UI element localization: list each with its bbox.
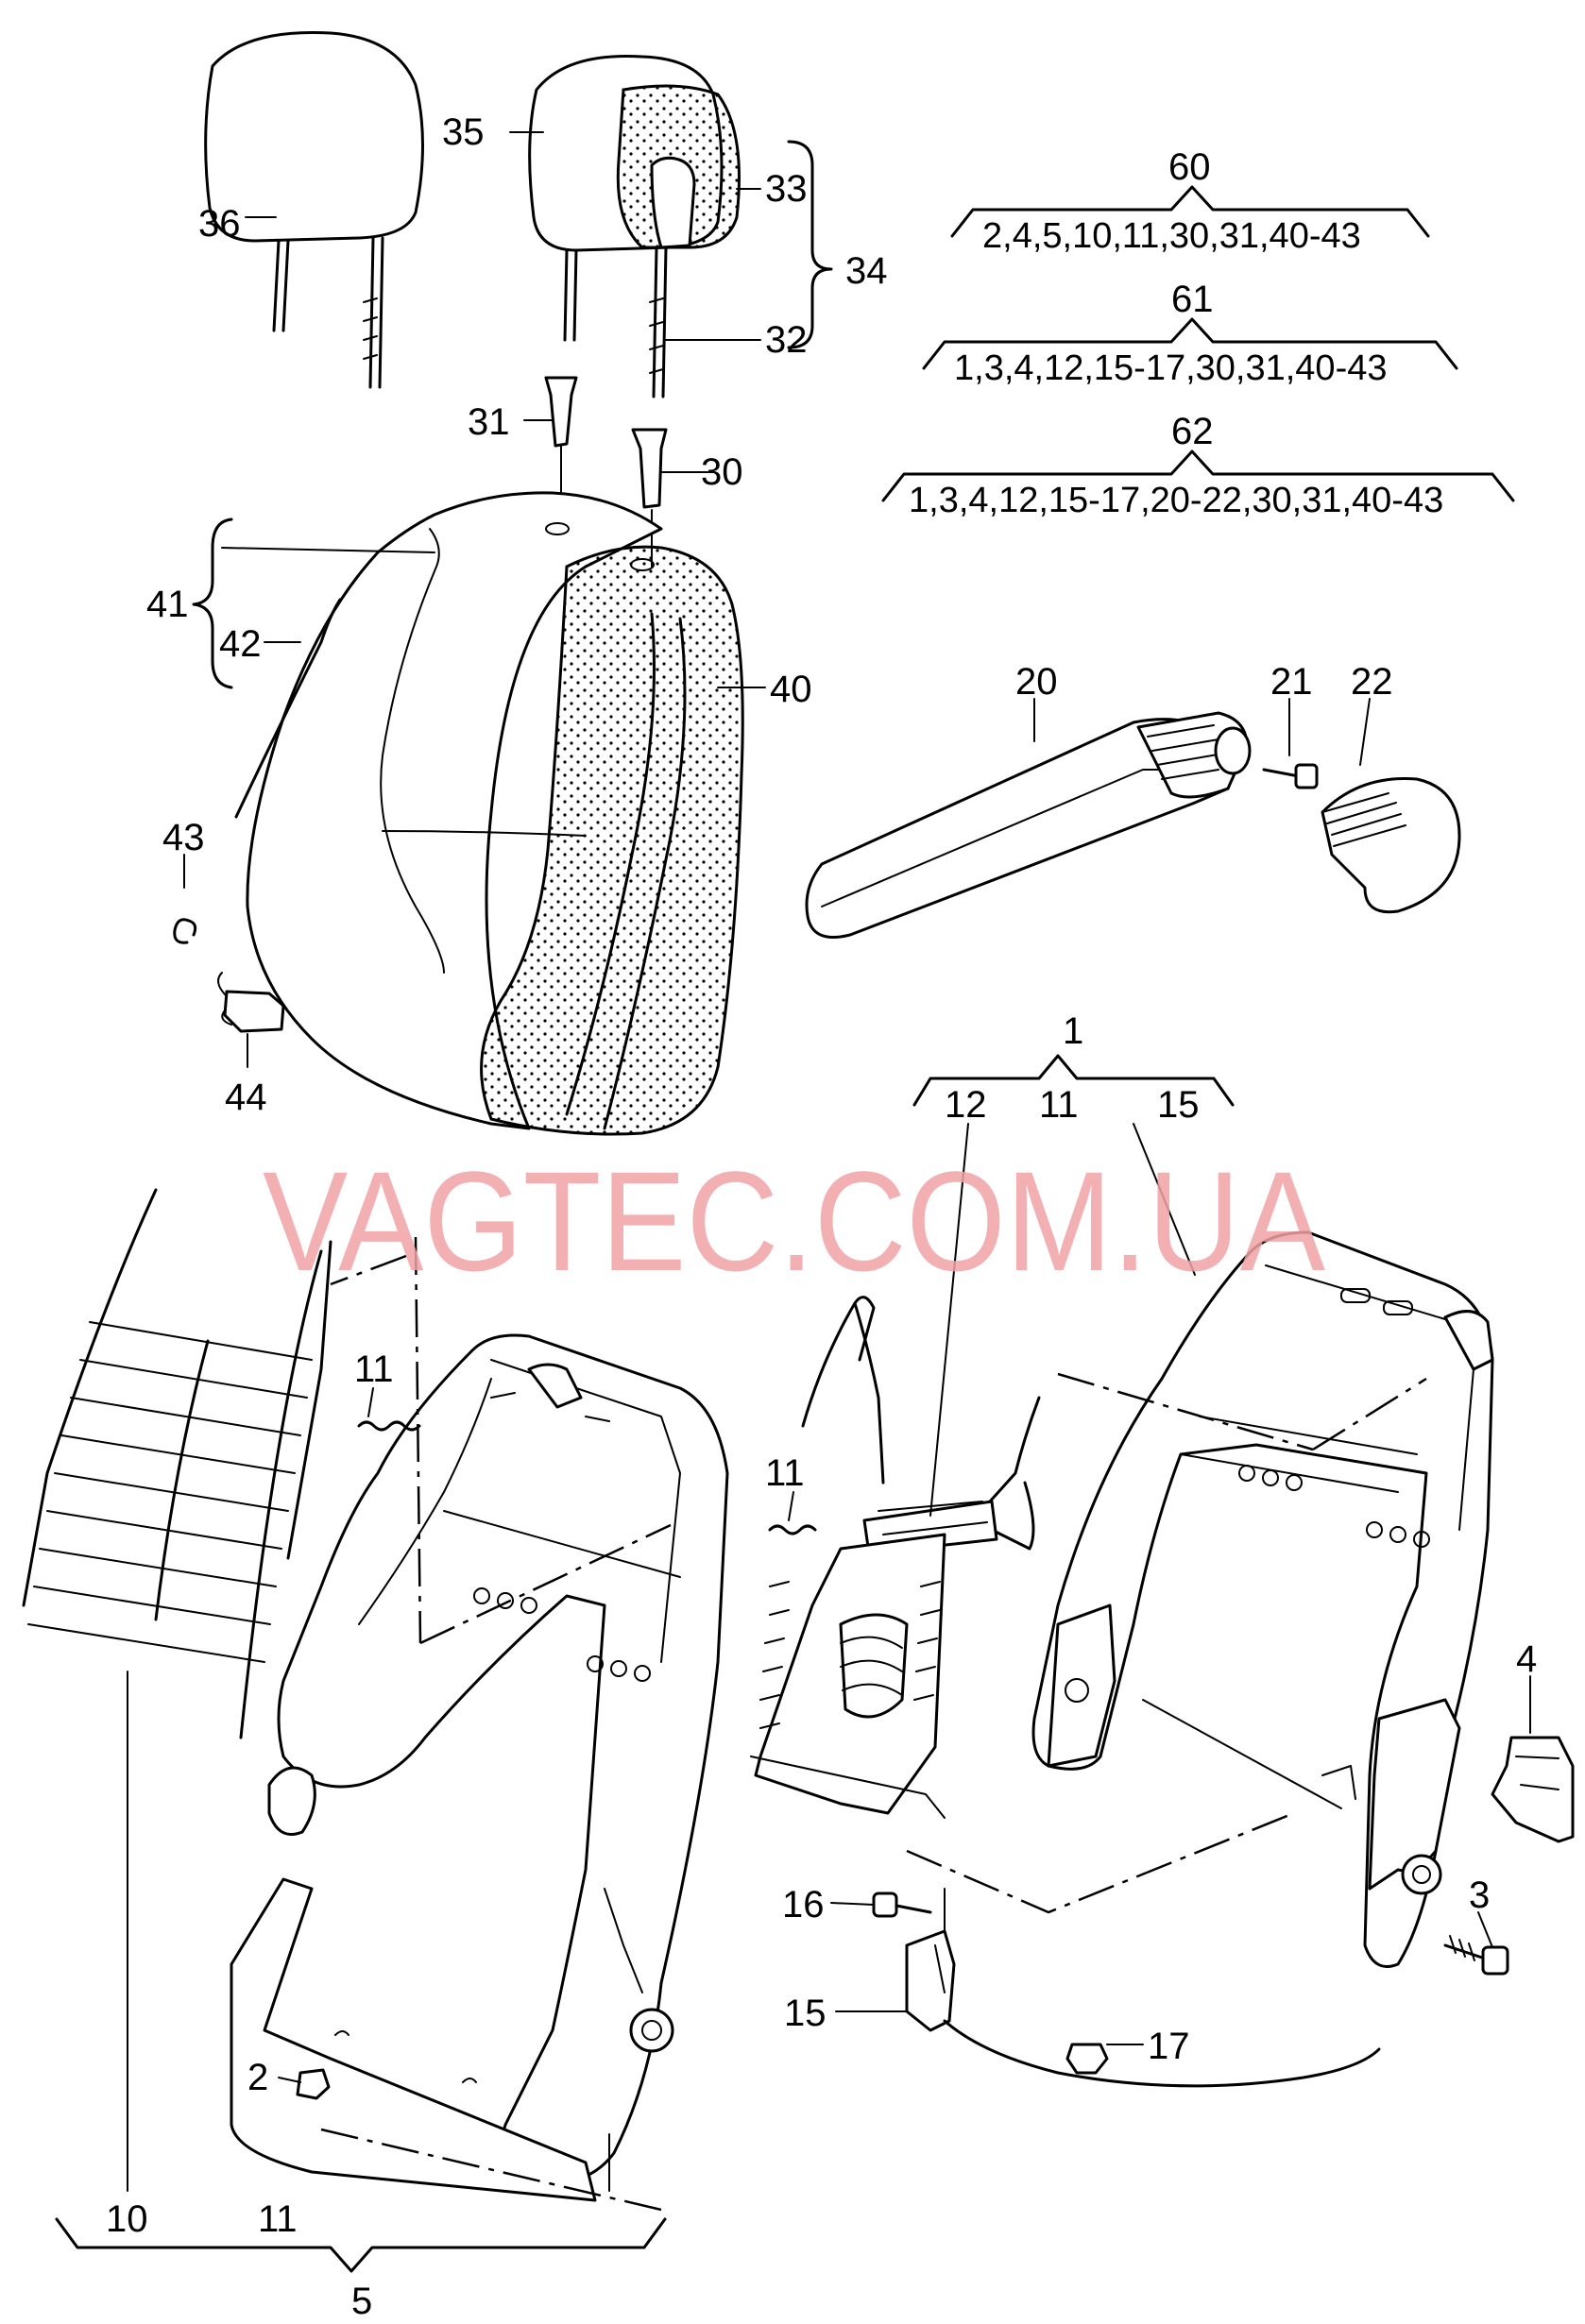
lumbar-support-mat-10 — [22, 1188, 332, 1739]
label-36: 36 — [198, 203, 241, 245]
spring-11-right — [768, 1491, 817, 1535]
clip-43 — [173, 918, 197, 944]
nut-2 — [296, 2068, 331, 2100]
label-40: 40 — [770, 669, 812, 710]
label-5: 5 — [351, 2281, 372, 2322]
group-61-parts: 1,3,4,12,15-17,30,31,40-43 — [954, 348, 1388, 388]
label-32: 32 — [765, 319, 808, 361]
brace-62 — [881, 450, 1515, 502]
label-11-left: 11 — [354, 1349, 394, 1390]
headrest-35 — [528, 54, 741, 399]
group-60-number: 60 — [1168, 146, 1211, 188]
group-60-parts: 2,4,5,10,11,30,31,40-43 — [982, 216, 1361, 256]
brace-1 — [912, 1054, 1235, 1107]
backrest-frame-left — [230, 1333, 729, 2202]
headrest-36 — [204, 30, 424, 389]
label-15-bottom: 15 — [784, 1993, 827, 2034]
label-35: 35 — [442, 111, 485, 153]
screw-21 — [1262, 763, 1319, 789]
label-10: 10 — [106, 2198, 148, 2240]
label-11-top: 11 — [1039, 1084, 1079, 1126]
label-43: 43 — [162, 817, 205, 858]
lumbar-support-12 — [750, 1296, 1041, 1819]
brace-60 — [950, 185, 1430, 238]
label-1: 1 — [1063, 1010, 1083, 1052]
connector-44 — [217, 972, 285, 1033]
clip-17 — [1065, 2043, 1109, 2075]
label-17: 17 — [1148, 2026, 1190, 2067]
label-20: 20 — [1015, 661, 1058, 703]
cover-cap-22 — [1321, 776, 1461, 914]
label-34: 34 — [845, 250, 888, 292]
group-62-parts: 1,3,4,12,15-17,20-22,30,31,40-43 — [909, 481, 1443, 520]
spring-11-left — [357, 1387, 421, 1432]
brace-34 — [787, 140, 833, 349]
backrest-cover-41 — [246, 491, 663, 1130]
label-16: 16 — [782, 1884, 825, 1925]
label-41: 41 — [146, 584, 189, 625]
label-12: 12 — [945, 1084, 987, 1126]
backrest-padding-40 — [480, 545, 744, 1136]
watermark-text: VAGTEC.COM.UA — [263, 1142, 1325, 1300]
backrest-frame-right — [1031, 1230, 1494, 1968]
bracket-4 — [1491, 1736, 1575, 1843]
group-62-number: 62 — [1171, 411, 1214, 452]
label-11-center: 11 — [765, 1452, 805, 1494]
screw-3 — [1443, 1935, 1509, 1976]
screw-16 — [872, 1891, 932, 1918]
leader-lines — [127, 131, 1531, 2192]
label-11-bottom: 11 — [258, 2198, 298, 2240]
retaining-wire-42 — [234, 598, 342, 819]
label-2: 2 — [247, 2057, 268, 2098]
label-4: 4 — [1516, 1638, 1537, 1680]
group-61-number: 61 — [1171, 279, 1214, 320]
label-42: 42 — [219, 623, 262, 665]
brace-5 — [55, 2217, 667, 2273]
brace-41 — [192, 517, 233, 689]
label-3: 3 — [1469, 1874, 1490, 1916]
label-30: 30 — [701, 451, 743, 493]
label-15-top: 15 — [1157, 1084, 1200, 1126]
label-21: 21 — [1270, 661, 1313, 703]
label-33: 33 — [765, 168, 808, 210]
label-31: 31 — [468, 401, 510, 443]
headrest-guide-30 — [631, 428, 668, 568]
armrest-20 — [805, 711, 1252, 939]
brace-61 — [922, 317, 1458, 370]
label-44: 44 — [225, 1077, 267, 1118]
label-22: 22 — [1351, 661, 1393, 703]
bowden-cable-15 — [905, 1888, 1381, 2088]
